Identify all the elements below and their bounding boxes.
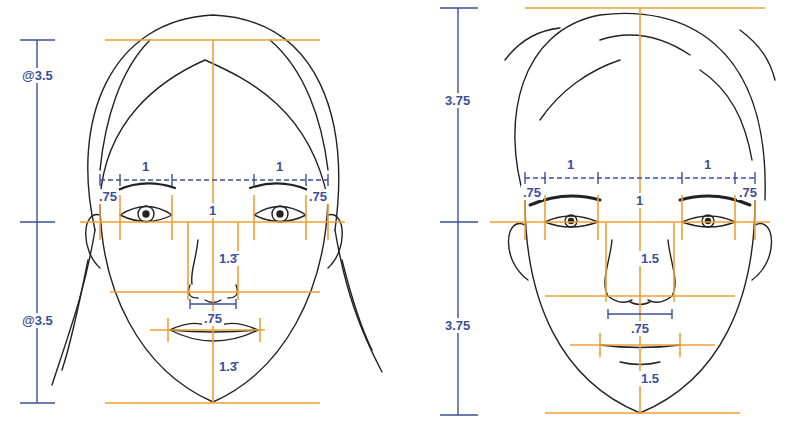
dimension-label: .75: [629, 321, 651, 336]
dimension-label: .75: [307, 189, 329, 204]
dimension-label: .75: [737, 185, 759, 200]
dimension-label: 1: [140, 159, 151, 174]
dimension-label: .75: [521, 185, 543, 200]
dimension-label: 3.75: [443, 318, 472, 333]
dimension-label: @3.5: [20, 68, 55, 83]
dimension-label: 1: [207, 203, 218, 218]
dimension-label: 1: [634, 193, 645, 208]
dimension-label: 1.5: [639, 251, 661, 266]
dimension-label: 1: [565, 157, 576, 172]
dimension-label: 1.5: [639, 371, 661, 386]
dimension-label: 3.75: [443, 93, 472, 108]
dimension-label: .75: [202, 311, 224, 326]
female-face: [52, 15, 382, 402]
dimension-label: 1.3̄: [217, 251, 239, 266]
dimension-lines: [20, 8, 755, 415]
dimension-label: .75: [97, 189, 119, 204]
dimension-label: 1: [702, 157, 713, 172]
dimension-label: 1: [274, 159, 285, 174]
dimension-label: @3.5: [20, 313, 55, 328]
proportion-guides: [80, 8, 770, 413]
dimension-label: 1.3̄: [217, 359, 239, 374]
